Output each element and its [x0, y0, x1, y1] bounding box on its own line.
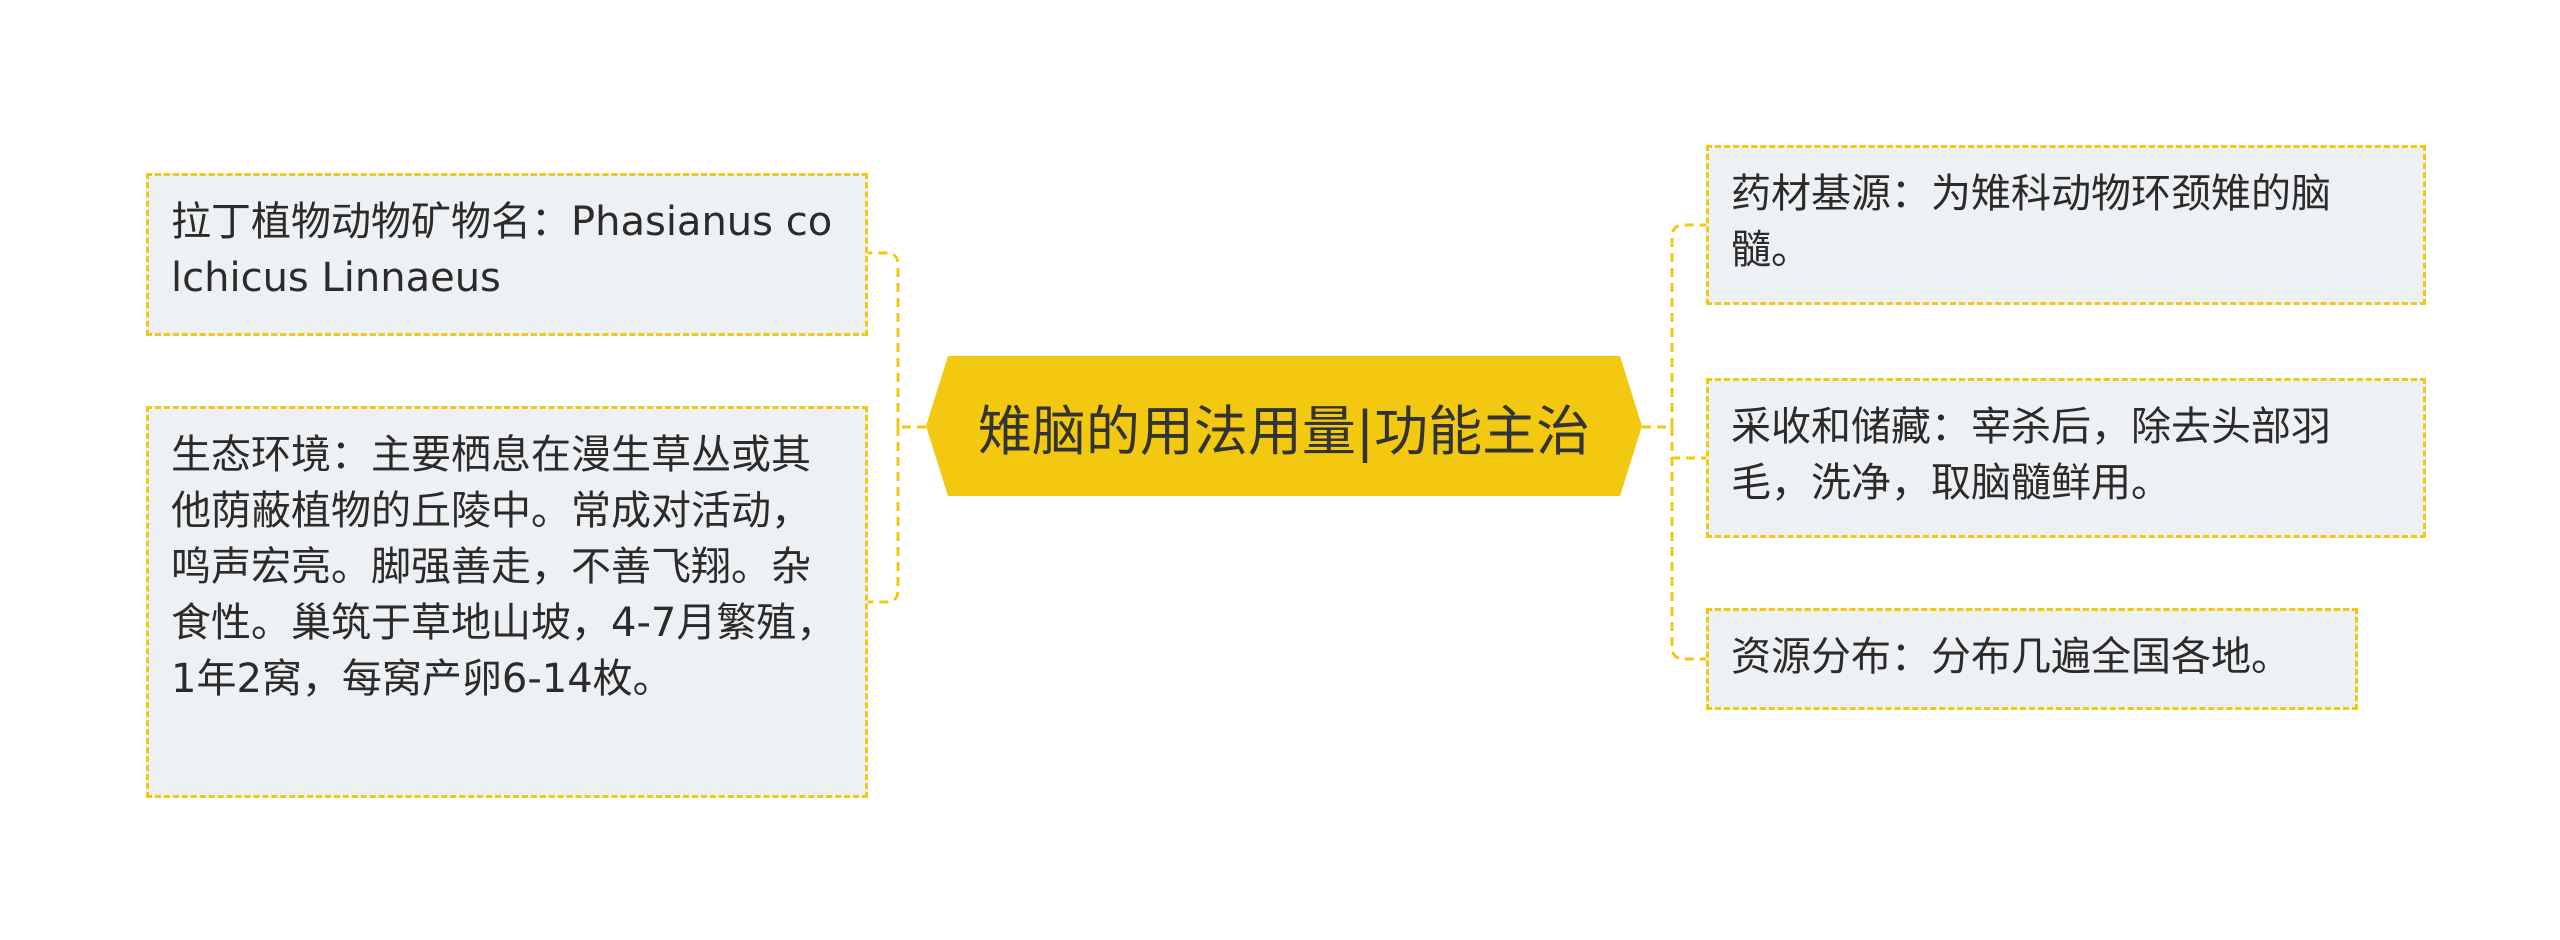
topic-source[interactable]: 药材基源：为雉科动物环颈雉的脑髓。: [1706, 145, 2426, 305]
topic-distribution[interactable]: 资源分布：分布几遍全国各地。: [1706, 608, 2358, 710]
topic-ecology[interactable]: 生态环境：主要栖息在漫生草丛或其他荫蔽植物的丘陵中。常成对活动，鸣声宏亮。脚强善…: [146, 406, 868, 798]
topic-distribution-label: 资源分布：分布几遍全国各地。: [1731, 634, 2291, 680]
central-topic[interactable]: 雉脑的用法用量|功能主治: [926, 356, 1642, 496]
connector-left-branch-1: [868, 251, 900, 427]
topic-harvest-storage-label: 采收和储藏：宰杀后，除去头部羽毛，洗净，取脑髓鲜用。: [1731, 404, 2331, 506]
connector-right-branch-1: [1670, 223, 1706, 427]
connector-right-branch-3: [1670, 427, 1706, 661]
central-topic-label: 雉脑的用法用量|功能主治: [977, 399, 1591, 463]
connector-right-branch-2: [1670, 427, 1706, 460]
central-topic-shape: [926, 356, 1642, 496]
topic-ecology-label: 生态环境：主要栖息在漫生草丛或其他荫蔽植物的丘陵中。常成对活动，鸣声宏亮。脚强善…: [171, 432, 837, 702]
topic-harvest-storage[interactable]: 采收和储藏：宰杀后，除去头部羽毛，洗净，取脑髓鲜用。: [1706, 378, 2426, 538]
topic-latin-name-label: 拉丁植物动物矿物名：Phasianus colchicus Linnaeus: [171, 199, 833, 301]
topic-source-label: 药材基源：为雉科动物环颈雉的脑髓。: [1731, 171, 2331, 273]
topic-latin-name[interactable]: 拉丁植物动物矿物名：Phasianus colchicus Linnaeus: [146, 173, 868, 336]
connector-left-branch-2: [868, 427, 900, 604]
